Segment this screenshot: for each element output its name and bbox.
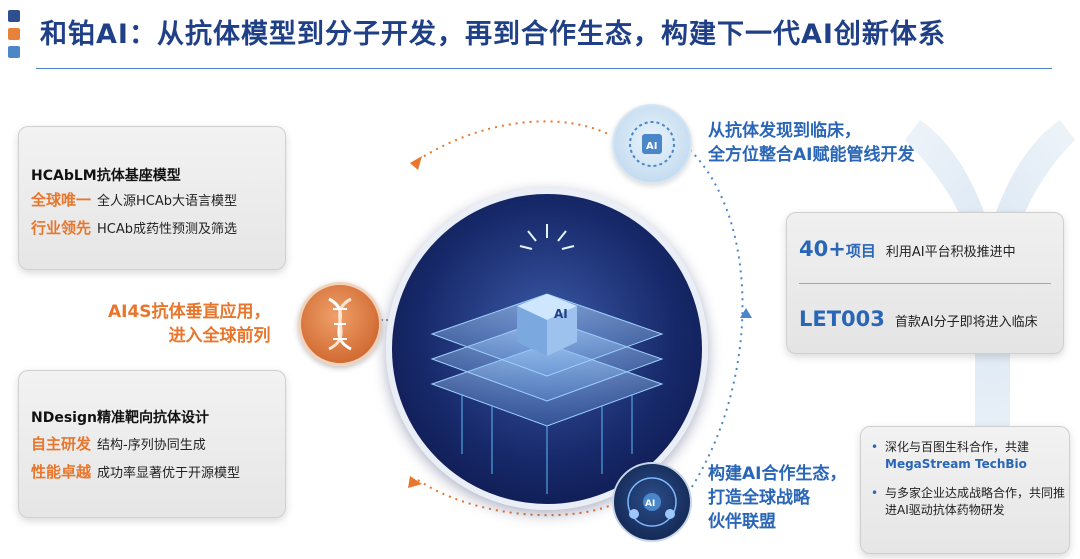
row-highlight: 全球唯一 <box>31 191 92 209</box>
row-highlight: 性能卓越 <box>31 463 92 481</box>
stat-value: LET003 <box>799 307 885 331</box>
card-heading: HCAbLM抗体基座模型 <box>31 168 181 184</box>
hcablm-card: HCAbLM抗体基座模型 全球唯一全人源HCAb大语言模型 行业领先 HCAb成药… <box>18 126 286 270</box>
partnership-icon: AI <box>612 462 692 542</box>
pipeline-stats-card: 40+项目利用AI平台积极推进中 LET003 首款AI分子即将进入临床 <box>786 212 1064 354</box>
row-text: 成功率显著优于开源模型 <box>97 466 241 481</box>
caption-line: 伙伴联盟 <box>708 512 776 532</box>
header-square-blue <box>8 46 20 58</box>
caption-line: 全方位整合AI赋能管线开发 <box>708 145 915 165</box>
bullet-item: • 深化与百图生科合作，共建 MegaStream TechBio <box>871 439 1065 473</box>
card-row: 全球唯一全人源HCAb大语言模型 <box>31 189 237 210</box>
caption-line: AI4S抗体垂直应用， <box>108 302 271 322</box>
stat-unit: 项目 <box>845 242 876 260</box>
ai-chip-illustration: AI <box>386 188 708 510</box>
row-highlight: 行业领先 <box>31 219 92 237</box>
caption-line: 从抗体发现到临床， <box>708 121 861 141</box>
card-row: 自主研发结构-序列协同生成 <box>31 433 206 454</box>
title-divider <box>36 68 1052 69</box>
header-square-navy <box>8 10 20 22</box>
row-text: 全人源HCAb大语言模型 <box>97 194 238 209</box>
stat-divider <box>799 283 1051 284</box>
partner-name: MegaStream TechBio <box>885 457 1027 471</box>
stat-row: 40+项目利用AI平台积极推进中 <box>799 237 1016 261</box>
caption-line: 构建AI合作生态， <box>708 464 847 484</box>
ai4s-caption: AI4S抗体垂直应用， 进入全球前列 <box>108 300 271 348</box>
ai-brain-icon: AI <box>612 104 692 184</box>
bullet-dot-icon: • <box>871 486 879 500</box>
row-text: 结构-序列协同生成 <box>97 438 206 453</box>
bullet-dot-icon: • <box>871 440 879 454</box>
stat-text: 利用AI平台积极推进中 <box>885 245 1016 260</box>
card-heading: NDesign精准靶向抗体设计 <box>31 410 209 426</box>
stat-value: 40+ <box>799 237 846 261</box>
page-title: 和铂AI：从抗体模型到分子开发，再到合作生态，构建下一代AI创新体系 <box>40 19 946 50</box>
partnership-card: • 深化与百图生科合作，共建 MegaStream TechBio • 与多家企业… <box>860 426 1070 554</box>
ndesign-card: NDesign精准靶向抗体设计 自主研发结构-序列协同生成 性能卓越成功率显著优… <box>18 370 286 518</box>
card-row: 行业领先 HCAb成药性预测及筛选 <box>31 217 237 238</box>
stat-text: 首款AI分子即将进入临床 <box>894 315 1038 330</box>
row-highlight: 自主研发 <box>31 435 92 453</box>
bullet-text: 与多家企业达成战略合作，共同推进AI驱动抗体药物研发 <box>885 486 1066 517</box>
bullet-text: 深化与百图生科合作，共建 <box>885 440 1030 454</box>
pipeline-caption: 从抗体发现到临床， 全方位整合AI赋能管线开发 <box>708 119 914 167</box>
icon-label: AI <box>646 141 657 152</box>
caption-line: 打造全球战略 <box>708 488 810 508</box>
bullet-item: • 与多家企业达成战略合作，共同推进AI驱动抗体药物研发 <box>871 485 1065 519</box>
card-row: 性能卓越成功率显著优于开源模型 <box>31 461 240 482</box>
caption-line: 进入全球前列 <box>168 326 271 346</box>
icon-label: AI <box>645 499 655 509</box>
stat-row: LET003 首款AI分子即将进入临床 <box>799 307 1038 331</box>
dna-icon <box>298 282 382 366</box>
header-square-orange <box>8 28 20 40</box>
ecosystem-caption: 构建AI合作生态， 打造全球战略 伙伴联盟 <box>708 462 846 534</box>
chip-label: AI <box>554 307 568 321</box>
row-text: HCAb成药性预测及筛选 <box>97 222 238 237</box>
